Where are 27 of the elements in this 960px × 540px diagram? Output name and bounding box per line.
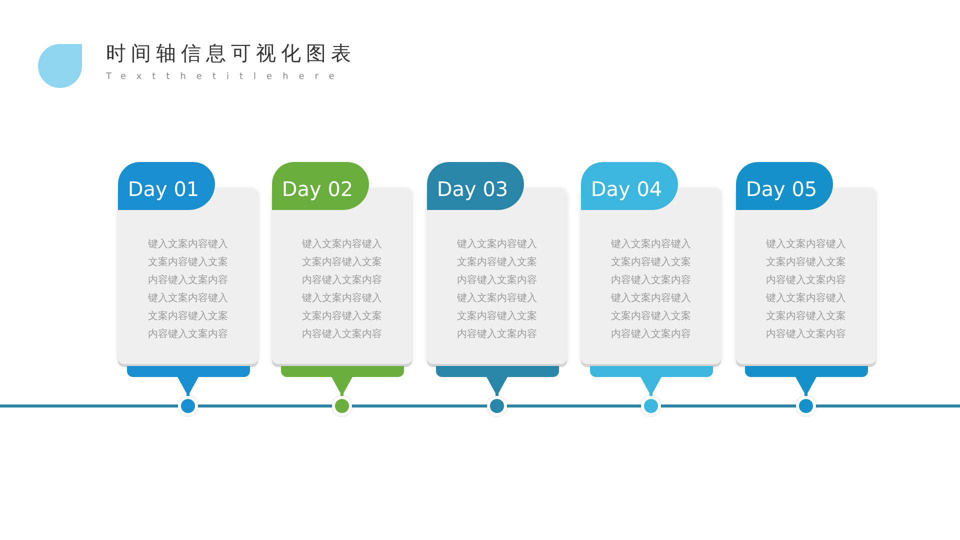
timeline-dot [332, 396, 352, 416]
pointer-arrow [640, 376, 662, 396]
day-label: Day 05 [736, 162, 833, 210]
day-label: Day 01 [118, 162, 215, 210]
subtitle: Textthetitlehere [106, 72, 345, 82]
timeline-card [736, 162, 876, 377]
timeline-dot [796, 396, 816, 416]
timeline-card [118, 162, 258, 377]
body-text: 键入文案内容键入文案内容键入文案内容键入文案内容键入文案内容键入文案内容键入文案内容键入文案内容 [766, 238, 847, 342]
timeline-dot [487, 396, 507, 416]
body-text: 键入文案内容键入文案内容键入文案内容键入文案内容键入文案内容键入文案内容键入文案内容键入文案内容 [302, 238, 383, 342]
pointer-arrow [177, 376, 199, 396]
pointer-arrow [331, 376, 353, 396]
day-label: Day 03 [427, 162, 524, 210]
timeline-dot [641, 396, 661, 416]
pointer-arrow [795, 376, 817, 396]
title: 时间轴信息可视化图表 [106, 40, 356, 67]
body-text: 键入文案内容键入文案内容键入文案内容键入文案内容键入文案内容键入文案内容键入文案内容键入文案内容 [611, 238, 692, 342]
timeline-card [272, 162, 412, 377]
timeline-card [427, 162, 567, 377]
timeline-dot [178, 396, 198, 416]
day-label: Day 04 [581, 162, 678, 210]
body-text: 键入文案内容键入文案内容键入文案内容键入文案内容键入文案内容键入文案内容键入文案内容键入文案内容 [457, 238, 538, 342]
body-text: 键入文案内容键入文案内容键入文案内容键入文案内容键入文案内容键入文案内容键入文案内容键入文案内容 [148, 238, 229, 342]
pointer-arrow [486, 376, 508, 396]
day-label: Day 02 [272, 162, 369, 210]
timeline-card [581, 162, 721, 377]
